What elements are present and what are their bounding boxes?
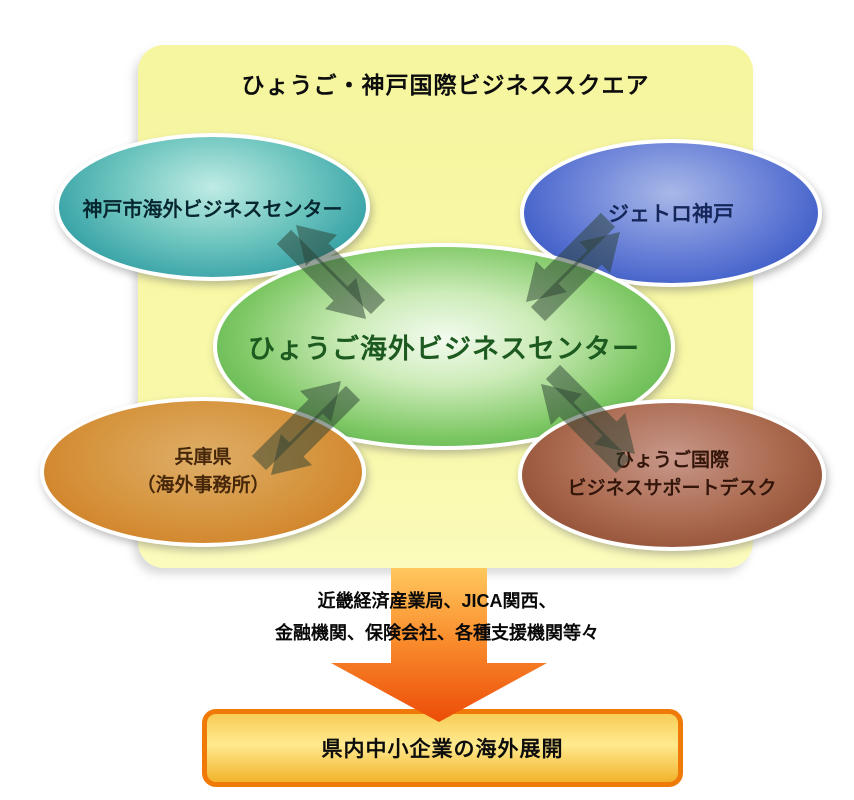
goal-box: 県内中小企業の海外展開 <box>202 709 683 787</box>
ellipse-kobe-label: 神戸市海外ビジネスセンター <box>82 198 343 221</box>
supporters-line2: 金融機関、保険会社、各種支援機関等々 <box>275 623 599 643</box>
ellipse-desk-label: ひょうご国際 ビジネスサポートデスク <box>567 447 776 502</box>
ellipse-jetro-label: ジェトロ神戸 <box>608 203 734 226</box>
supporters-text: 近畿経済産業局、JICA関西、 金融機関、保険会社、各種支援機関等々 <box>30 585 844 649</box>
panel-title: ひょうご・神戸国際ビジネススクエア <box>241 72 650 98</box>
supporters-line1: 近畿経済産業局、JICA関西、 <box>317 591 557 611</box>
ellipse-pref-label-line2: （海外事務所） <box>136 475 270 496</box>
ellipse-pref-label: 兵庫県 （海外事務所） <box>136 444 269 499</box>
ellipse-center-label: ひょうご海外ビジネスセンター <box>248 334 640 364</box>
ellipse-international-business-support-desk: ひょうご国際 ビジネスサポートデスク <box>518 399 826 551</box>
ellipse-hyogo-prefecture: 兵庫県 （海外事務所） <box>40 397 366 547</box>
goal-label: 県内中小企業の海外展開 <box>321 738 564 761</box>
ellipse-desk-label-line2: ビジネスサポートデスク <box>567 478 777 499</box>
ellipse-desk-label-line1: ひょうご国際 <box>614 450 729 472</box>
ellipse-pref-label-line1: 兵庫県 <box>174 447 232 469</box>
